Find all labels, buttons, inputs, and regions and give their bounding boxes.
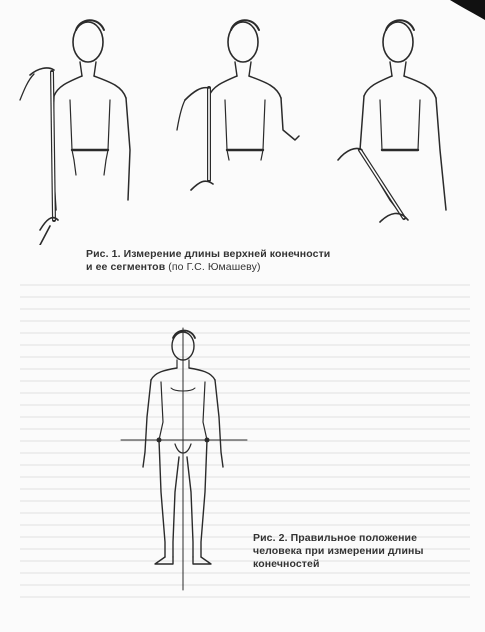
figure-1-caption-author: (по Г.С. Юмашеву) bbox=[168, 261, 260, 273]
figure-2-caption-line-2: человека при измерении длины bbox=[253, 545, 483, 558]
figure-2-caption: Рис. 2. Правильное положение человека пр… bbox=[253, 532, 483, 571]
figure-1a-person bbox=[20, 20, 130, 245]
figure-1-caption-line-1: Рис. 1. Измерение длины верхней конечнос… bbox=[86, 248, 426, 261]
figure-1b-person bbox=[177, 20, 299, 190]
figure-2-caption-line-1: Рис. 2. Правильное положение bbox=[253, 532, 483, 545]
figure-1-caption-line-2: и ее сегментов (по Г.С. Юмашеву) bbox=[86, 261, 426, 274]
figure-2-illustration bbox=[115, 322, 255, 592]
figure-1-caption-bold-part: и ее сегментов bbox=[86, 261, 165, 273]
figure-1-caption: Рис. 1. Измерение длины верхней конечнос… bbox=[86, 248, 426, 274]
figure-1-illustration bbox=[0, 0, 485, 245]
figure-1c-person bbox=[338, 20, 446, 222]
figure-2-caption-line-3: конечностей bbox=[253, 558, 483, 571]
